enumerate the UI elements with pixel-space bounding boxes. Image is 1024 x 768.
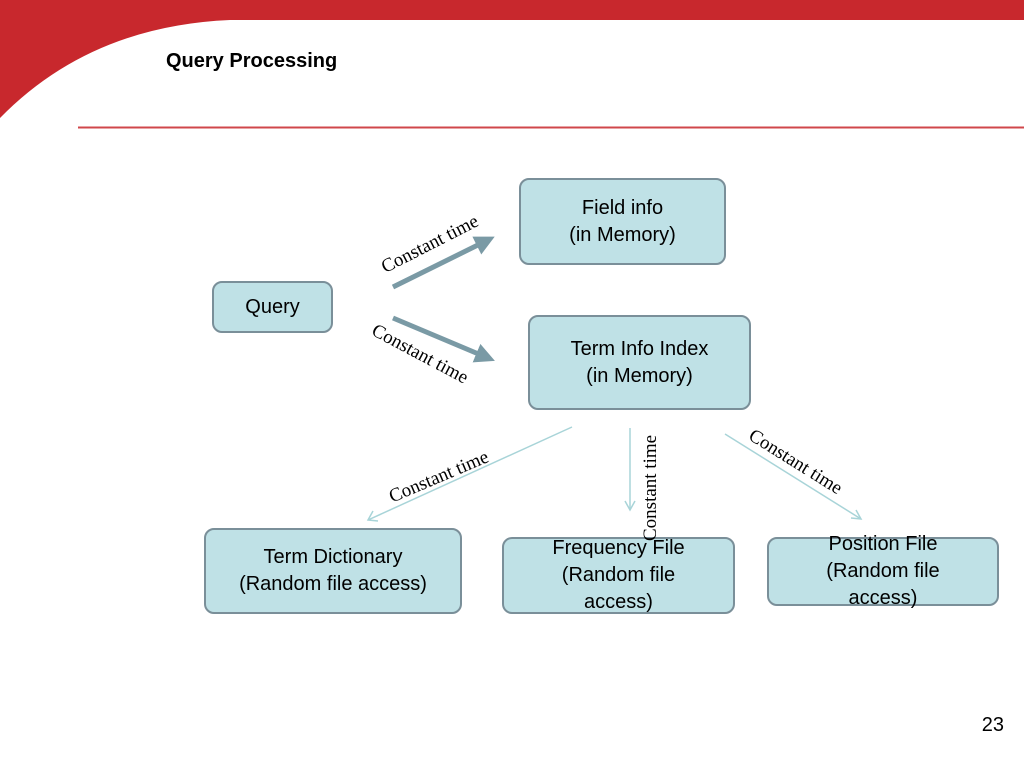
header-red-band — [0, 0, 1024, 118]
node-term-dictionary: Term Dictionary (Random file access) — [204, 528, 462, 614]
arrow-term-info-to-position — [724, 433, 863, 520]
edge-label-term-info-to-dictionary: Constant time — [386, 446, 492, 508]
node-position-file-line-3: access) — [848, 587, 918, 609]
node-field-info-line-1: Field info — [581, 196, 664, 219]
slide-title: Query Processing — [166, 50, 338, 72]
node-position-file: Position File (Random file access) — [767, 533, 999, 609]
node-frequency-file-line-2: (Random file — [561, 564, 676, 586]
node-position-file-line-1: Position File — [828, 533, 938, 555]
node-term-dictionary-line-1: Term Dictionary — [263, 546, 403, 568]
arrow-term-info-to-frequency — [624, 428, 636, 512]
edge-label-query-to-term-info: Constant time — [368, 320, 472, 389]
edge-label-term-info-to-frequency: Constant time — [640, 434, 661, 541]
page-number: 23 — [981, 714, 1004, 736]
edge-label-query-to-field-info: Constant time — [378, 210, 483, 278]
edge-label-term-info-to-position: Constant time — [744, 425, 846, 500]
node-query: Query — [212, 281, 333, 333]
node-field-info-line-2: (in Memory) — [569, 223, 676, 246]
slide-header-decoration — [0, 0, 1024, 129]
node-position-file-line-2: (Random file — [826, 560, 940, 582]
node-term-dictionary-line-2: (Random file access) — [239, 573, 427, 595]
node-frequency-file: Frequency File (Random file access) — [502, 537, 735, 614]
node-field-info: Field info (in Memory) — [519, 178, 726, 265]
node-query-line-1: Query — [245, 295, 300, 318]
node-term-info-index: Term Info Index (in Memory) — [528, 315, 751, 410]
node-frequency-file-line-3: access) — [584, 591, 653, 613]
node-frequency-file-line-1: Frequency File — [552, 537, 685, 559]
node-term-info-index-line-2: (in Memory) — [586, 364, 693, 387]
node-term-info-index-line-1: Term Info Index — [570, 337, 709, 360]
